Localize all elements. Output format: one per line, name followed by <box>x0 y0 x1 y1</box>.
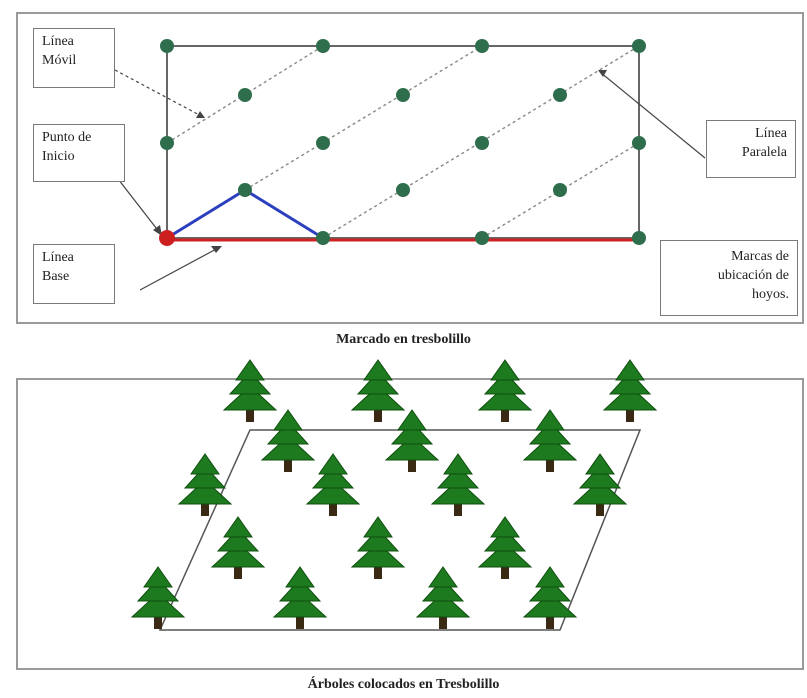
base-line-callout <box>139 246 221 291</box>
parallel-line-callout <box>599 71 706 159</box>
tree-icon <box>430 453 486 516</box>
tree-icon <box>572 453 628 516</box>
hole-marker <box>238 88 252 102</box>
hole-markers <box>160 39 646 245</box>
start-point-callout <box>114 174 161 234</box>
hole-marker <box>316 136 330 150</box>
tree-icon <box>350 359 406 422</box>
base-line-label: Línea Base <box>33 244 115 304</box>
moving-line-label: Línea Móvil <box>33 28 115 88</box>
hole-marker <box>632 231 646 245</box>
planting-parallelogram <box>158 429 642 631</box>
hole-marker <box>316 231 330 245</box>
tree-icon <box>305 453 361 516</box>
legend-label-line1: Marcas de <box>731 249 789 264</box>
callout-lines <box>114 69 706 291</box>
tree-icon <box>602 359 658 422</box>
hole-marker <box>475 136 489 150</box>
start-point-label: Punto de Inicio <box>33 124 125 182</box>
tree-icon <box>210 516 266 579</box>
tree-icon <box>272 566 328 629</box>
base-line-label-line2: Base <box>42 269 70 284</box>
hole-marker <box>396 183 410 197</box>
moving-line-callout <box>114 69 206 119</box>
tree-icon <box>350 516 406 579</box>
trees-panel <box>16 378 804 670</box>
base-line-label-line1: Línea <box>42 250 74 265</box>
legend-box: Marcas de ubicación de hoyos. <box>660 240 798 316</box>
hole-marker <box>553 88 567 102</box>
parallel-line-label-line1: Línea <box>755 126 787 141</box>
tree-icon <box>522 566 578 629</box>
hole-marker <box>160 136 174 150</box>
hole-marker <box>160 39 174 53</box>
parallel-line <box>322 45 640 239</box>
legend-label-line2: ubicación de <box>717 268 789 283</box>
hole-marker <box>632 39 646 53</box>
start-point-marker <box>159 230 175 246</box>
legend-label-line3: hoyos. <box>752 287 789 302</box>
moving-line-label-line1: Línea <box>42 34 74 49</box>
tree-icon <box>477 516 533 579</box>
trees-group <box>130 359 658 629</box>
parallel-line <box>244 45 483 191</box>
moving-line-label-line2: Móvil <box>42 53 77 68</box>
parallel-line-label: Línea Paralela <box>706 120 796 178</box>
tree-icon <box>177 453 233 516</box>
hole-marker <box>475 231 489 245</box>
hole-marker <box>475 39 489 53</box>
hole-marker <box>316 39 330 53</box>
tree-icon <box>130 566 186 629</box>
start-point-label-line1: Punto de <box>42 130 92 145</box>
hole-marker <box>553 183 567 197</box>
tree-icon <box>522 409 578 472</box>
start-point-label-line2: Inicio <box>42 149 75 164</box>
tree-icon <box>477 359 533 422</box>
hole-marker <box>396 88 410 102</box>
hole-marker <box>632 136 646 150</box>
hole-marker <box>238 183 252 197</box>
tree-icon <box>415 566 471 629</box>
tree-icon <box>222 359 278 422</box>
parallel-line-label-line2: Paralela <box>741 145 787 160</box>
bottom-caption: Árboles colocados en Tresbolillo <box>307 677 500 692</box>
tree-icon <box>384 409 440 472</box>
callout-arrowheads <box>153 70 607 253</box>
tree-icon <box>260 409 316 472</box>
top-caption: Marcado en tresbolillo <box>336 332 471 347</box>
